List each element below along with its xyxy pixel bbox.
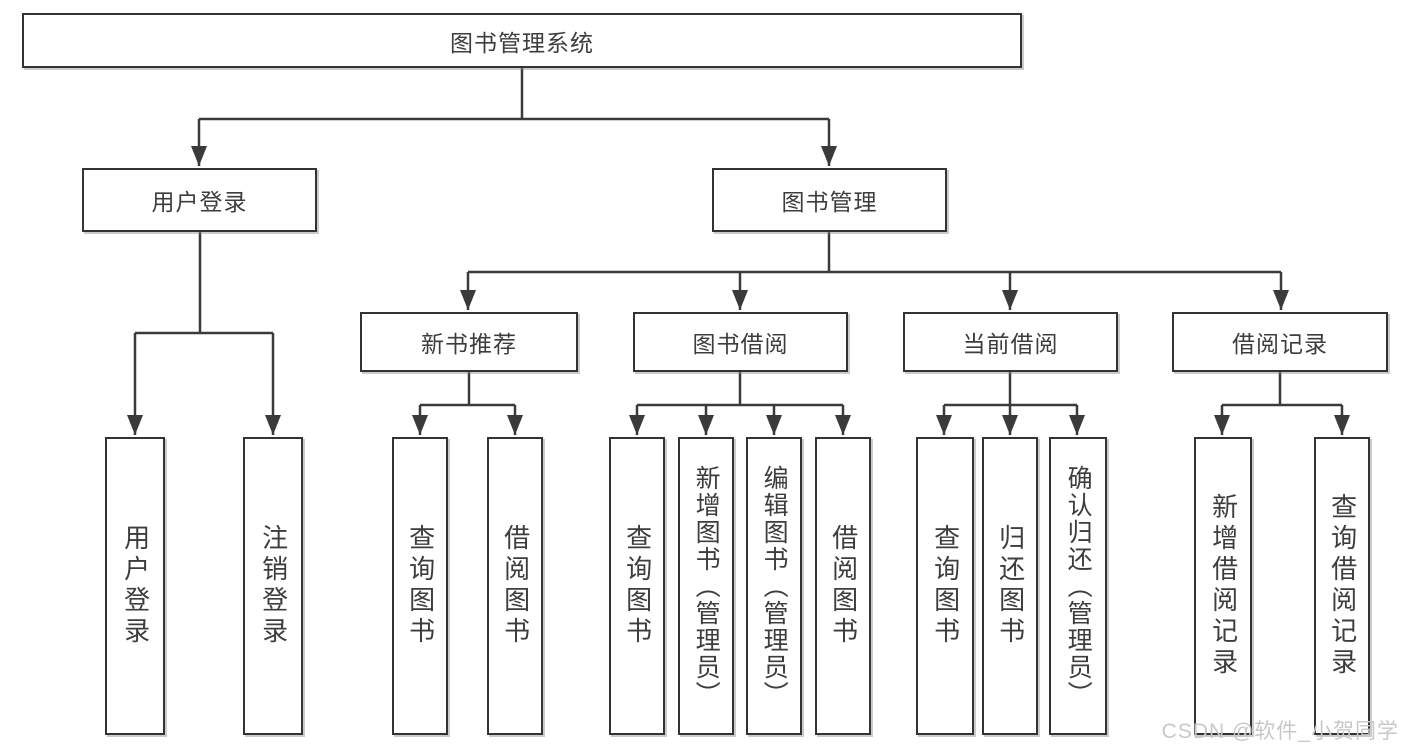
- leaf-logout: 注销登录: [243, 437, 303, 735]
- node-current-borrowing: 当前借阅: [903, 312, 1118, 372]
- node-label: 查询图书: [930, 524, 961, 648]
- node-label: 编辑图书（管理员）: [760, 464, 789, 708]
- node-library-management-system: 图书管理系统: [22, 13, 1022, 68]
- watermark-csdn: CSDN @软件_小贺同学: [1161, 720, 1399, 743]
- leaf-query-books-borrowing: 查询图书: [609, 437, 665, 735]
- node-book-borrowing: 图书借阅: [633, 312, 848, 372]
- leaf-return-books: 归还图书: [982, 437, 1038, 735]
- node-label: 归还图书: [995, 524, 1026, 648]
- node-label: 新书推荐: [421, 331, 517, 357]
- node-label: 当前借阅: [962, 331, 1059, 357]
- node-label: 用户登录: [120, 524, 151, 648]
- node-label: 注销登录: [258, 524, 289, 648]
- node-label: 查询图书: [622, 524, 653, 648]
- node-borrowing-records: 借阅记录: [1172, 312, 1388, 372]
- leaf-add-book-admin: 新增图书（管理员）: [678, 437, 734, 735]
- node-user-login: 用户登录: [82, 168, 317, 232]
- node-label: 图书借阅: [692, 331, 789, 357]
- node-label: 借阅记录: [1232, 331, 1328, 357]
- node-label: 新增图书（管理员）: [692, 464, 721, 708]
- leaf-borrow-books-recommend: 借阅图书: [487, 437, 543, 735]
- node-label: 图书管理系统: [450, 29, 594, 56]
- leaf-query-borrow-record: 查询借阅记录: [1314, 437, 1370, 735]
- node-book-management: 图书管理: [712, 168, 947, 232]
- leaf-user-login: 用户登录: [105, 437, 165, 735]
- node-new-book-recommendation: 新书推荐: [360, 312, 578, 372]
- node-label: 用户登录: [151, 189, 248, 215]
- node-label: 新增借阅记录: [1208, 493, 1239, 679]
- leaf-add-borrow-record: 新增借阅记录: [1194, 437, 1252, 735]
- leaf-edit-book-admin: 编辑图书（管理员）: [746, 437, 802, 735]
- node-label: 借阅图书: [500, 524, 531, 648]
- node-label: 查询借阅记录: [1327, 493, 1358, 679]
- leaf-confirm-return-admin: 确认归还（管理员）: [1049, 437, 1107, 735]
- node-label: 查询图书: [405, 524, 436, 648]
- leaf-query-books-current: 查询图书: [916, 437, 974, 735]
- node-label: 借阅图书: [828, 524, 859, 648]
- leaf-query-books-recommend: 查询图书: [392, 437, 448, 735]
- node-label: 图书管理: [781, 189, 878, 215]
- leaf-borrow-books-borrowing: 借阅图书: [815, 437, 871, 735]
- node-label: 确认归还（管理员）: [1064, 464, 1093, 708]
